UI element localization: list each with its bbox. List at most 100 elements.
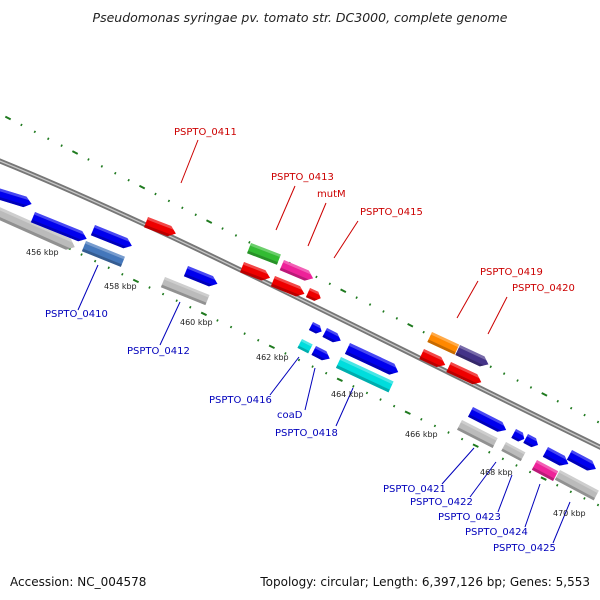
leader-line-pspto-0421 [441,447,475,485]
inner-track-mark [93,259,97,263]
outer-track-mark [529,386,533,389]
inner-track-mark [540,476,547,481]
gene-label-mutm[interactable]: mutM [317,189,346,200]
gene-label-pspto-0422[interactable]: PSPTO_0422 [410,497,473,508]
tick-label: 462 kbp [256,353,289,362]
tick-label: 458 kbp [104,282,137,291]
gene-features [0,187,599,501]
gene-feature-pspto-0412[interactable] [183,266,220,289]
inner-track-mark [284,352,287,355]
inner-track-mark [243,332,246,335]
outer-track-mark [71,150,79,155]
leader-line-mutm [307,202,327,247]
gene-feature[interactable] [523,434,540,449]
outer-track-mark [516,379,519,382]
gene-feature-mutm[interactable] [279,260,316,283]
gene-feature[interactable] [446,362,483,387]
leader-line-pspto-0411 [180,139,199,184]
gene-label-pspto-0421[interactable]: PSPTO_0421 [383,484,446,495]
gene-feature-pspto-0425[interactable] [542,447,571,469]
inner-track-mark [365,391,369,395]
gene-label-pspto-0424[interactable]: PSPTO_0424 [465,527,528,538]
gene-feature-pspto-0420[interactable] [455,345,490,369]
leader-line-pspto-0413 [275,185,296,231]
outer-track-mark [4,115,12,121]
gene-feature-pspto-0413[interactable] [247,243,281,265]
gene-label-pspto-0413[interactable]: PSPTO_0413 [271,172,334,183]
gene-feature[interactable] [305,288,323,303]
gene-label-pspto-0423[interactable]: PSPTO_0423 [438,512,501,523]
tick-label: 460 kbp [180,318,213,327]
gene-label-pspto-0420[interactable]: PSPTO_0420 [512,283,575,294]
gene-feature-pspto-0422[interactable] [457,420,498,448]
gene-feature[interactable] [566,450,599,474]
gene-feature-pspto-0410[interactable] [81,241,125,267]
inner-track-mark [311,365,314,368]
gene-feature[interactable] [308,322,324,335]
gene-feature[interactable] [30,212,89,244]
inner-track-mark [404,410,411,415]
leader-line-coad [304,367,316,411]
gene-label-pspto-0410[interactable]: PSPTO_0410 [45,309,108,320]
inner-track-mark [148,286,151,289]
gene-feature[interactable] [344,343,401,378]
gene-feature-pspto-0424[interactable] [531,460,559,481]
outer-track-mark [422,330,425,334]
gene-label-pspto-0419[interactable]: PSPTO_0419 [480,267,543,278]
gene-feature[interactable] [0,187,33,209]
gene-feature-pspto-0411[interactable] [144,217,178,239]
leader-line-pspto-0420 [487,296,508,335]
gene-feature-pspto-0415[interactable] [270,276,307,299]
gene-label-pspto-0412[interactable]: PSPTO_0412 [127,346,190,357]
gene-feature-pspto-0418[interactable] [335,357,394,393]
outer-track-mark [502,372,506,375]
outer-track-mark [596,420,600,424]
inner-track-mark [472,443,479,448]
inner-track-mark [297,358,301,362]
gene-label-pspto-0418[interactable]: PSPTO_0418 [275,428,338,439]
inner-track-mark [501,457,505,461]
outer-track-mark [407,323,414,328]
gene-feature[interactable] [90,225,134,251]
leader-line-pspto-0423 [497,474,513,513]
gene-feature[interactable] [240,262,272,283]
gene-feature-pspto-0416[interactable] [297,339,313,354]
gene-label-pspto-0425[interactable]: PSPTO_0425 [493,543,556,554]
outer-track-mark [194,213,197,217]
outer-track-mark [181,206,184,210]
leader-line-pspto-0425 [552,501,571,544]
outer-track-mark [395,317,399,320]
gene-feature-pspto-0419[interactable] [427,332,460,355]
label-leader-lines [77,139,571,544]
gene-feature[interactable] [160,277,210,306]
gene-label-coad[interactable]: coaD [277,410,303,421]
gene-label-pspto-0411[interactable]: PSPTO_0411 [174,127,237,138]
gene-feature[interactable] [0,205,77,253]
inner-track-mark [324,371,328,375]
gene-feature-pspto-0423[interactable] [511,429,526,443]
inner-track-mark [596,503,600,507]
outer-track-mark [489,365,492,369]
outer-track-mark [167,199,171,203]
outer-track-mark [368,303,372,306]
outer-track-mark [340,288,347,293]
gene-label-pspto-0416[interactable]: PSPTO_0416 [209,395,272,406]
gene-label-pspto-0415[interactable]: PSPTO_0415 [360,207,423,218]
genome-summary-text: Topology: circular; Length: 6,397,126 bp… [259,575,590,589]
gene-feature[interactable] [419,349,447,370]
outer-track-mark [315,275,318,279]
gene-feature[interactable] [322,328,343,345]
inner-track-mark [488,450,491,454]
inner-track-mark [433,424,437,428]
outer-track-mark [569,406,573,410]
outer-track-mark [127,178,130,182]
gene-feature-pspto-0421[interactable] [468,407,509,435]
gene-feature[interactable] [554,470,599,501]
gene-feature-coad[interactable] [311,346,332,363]
inner-track-mark [392,404,396,408]
gene-feature[interactable] [501,442,526,462]
outer-track-mark [87,158,90,161]
genome-backbone [0,158,600,450]
genome-backbone-highlight [0,160,600,448]
